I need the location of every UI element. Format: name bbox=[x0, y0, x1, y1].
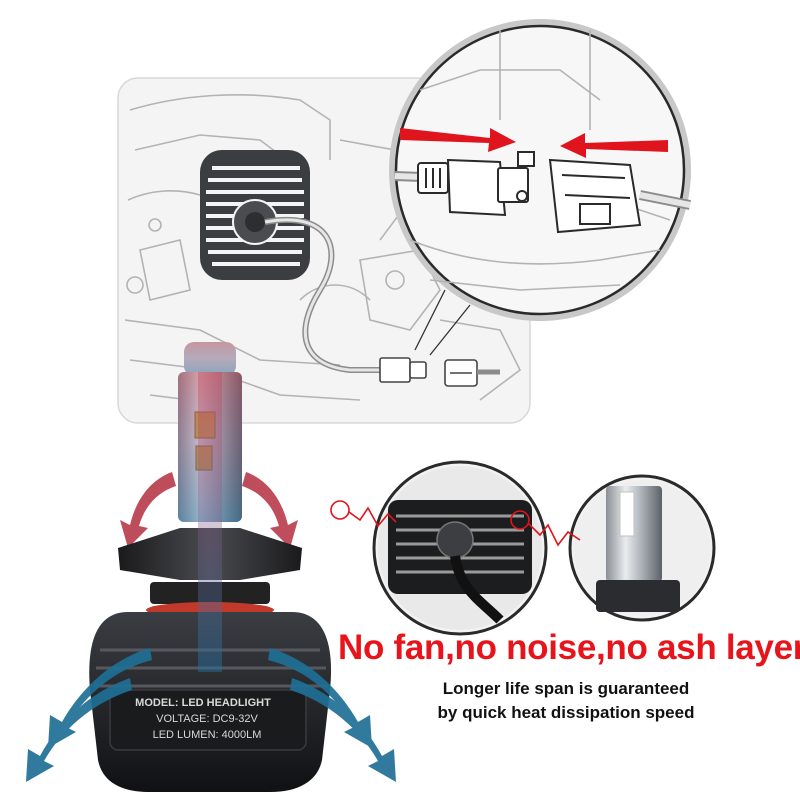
subtext-line-2: by quick heat dissipation speed bbox=[437, 703, 695, 722]
hot-airflow-arrows bbox=[120, 472, 298, 548]
connect-arrows bbox=[400, 128, 668, 158]
bulb-model-label: MODEL: LED HEADLIGHT bbox=[135, 697, 271, 709]
connector-magnifier bbox=[389, 19, 691, 321]
led-chip-detail-photo bbox=[568, 474, 716, 622]
bulb-lumen-label: LED LUMEN: 4000LM bbox=[152, 729, 262, 741]
installed-bulb-heatsink bbox=[200, 150, 310, 280]
subtext-line-1: Longer life span is guaranteed bbox=[442, 679, 690, 698]
cool-airflow-arrows bbox=[26, 648, 396, 782]
headline: No fan,no noise,no ash layer bbox=[338, 628, 800, 667]
small-connectors bbox=[379, 357, 500, 387]
bulb-voltage-label: VOLTAGE: DC9-32V bbox=[156, 713, 258, 725]
detail-callouts bbox=[330, 500, 581, 547]
heatsink-detail-photo bbox=[372, 460, 548, 636]
